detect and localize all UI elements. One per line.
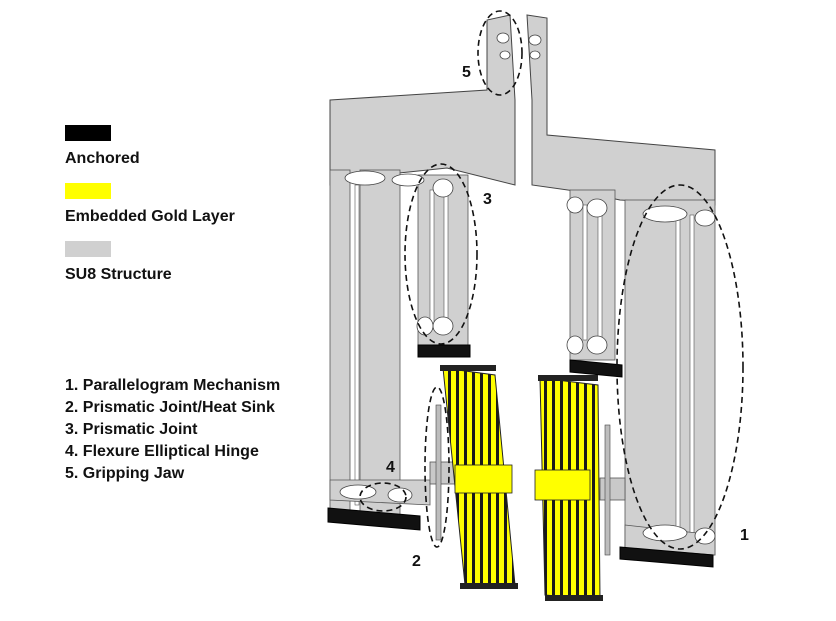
callout-ellipse-1 <box>616 184 744 550</box>
legend-label-su8: SU8 Structure <box>65 266 172 283</box>
legend-label-anchored: Anchored <box>65 150 140 167</box>
callout-5: 5 <box>462 64 471 81</box>
callout-ellipse-4 <box>359 482 407 512</box>
component-item-3: 3. Prismatic Joint <box>65 421 198 438</box>
gold-layer-swatch <box>65 183 111 199</box>
callout-ellipse-2 <box>424 386 450 548</box>
gold-jaw-left <box>440 365 518 589</box>
component-item-4: 4. Flexure Elliptical Hinge <box>65 443 259 460</box>
callout-ellipse-3 <box>404 163 478 345</box>
callout-3: 3 <box>483 191 492 208</box>
component-item-5: 5. Gripping Jaw <box>65 465 185 482</box>
component-item-2: 2. Prismatic Joint/Heat Sink <box>65 399 275 416</box>
anchored-swatch <box>65 125 111 141</box>
callout-ellipse-5 <box>477 10 523 96</box>
legend-label-gold-layer: Embedded Gold Layer <box>65 208 235 225</box>
component-item-1: 1. Parallelogram Mechanism <box>65 377 281 394</box>
callout-1: 1 <box>740 527 749 544</box>
callout-2: 2 <box>412 553 421 570</box>
flexure-hinges <box>339 32 716 545</box>
su8-swatch <box>65 241 111 257</box>
gold-jaw-right <box>534 375 603 601</box>
callout-4: 4 <box>386 459 395 476</box>
callout-ellipses <box>359 10 744 550</box>
anchors <box>327 344 714 568</box>
su8-structure <box>329 14 716 556</box>
